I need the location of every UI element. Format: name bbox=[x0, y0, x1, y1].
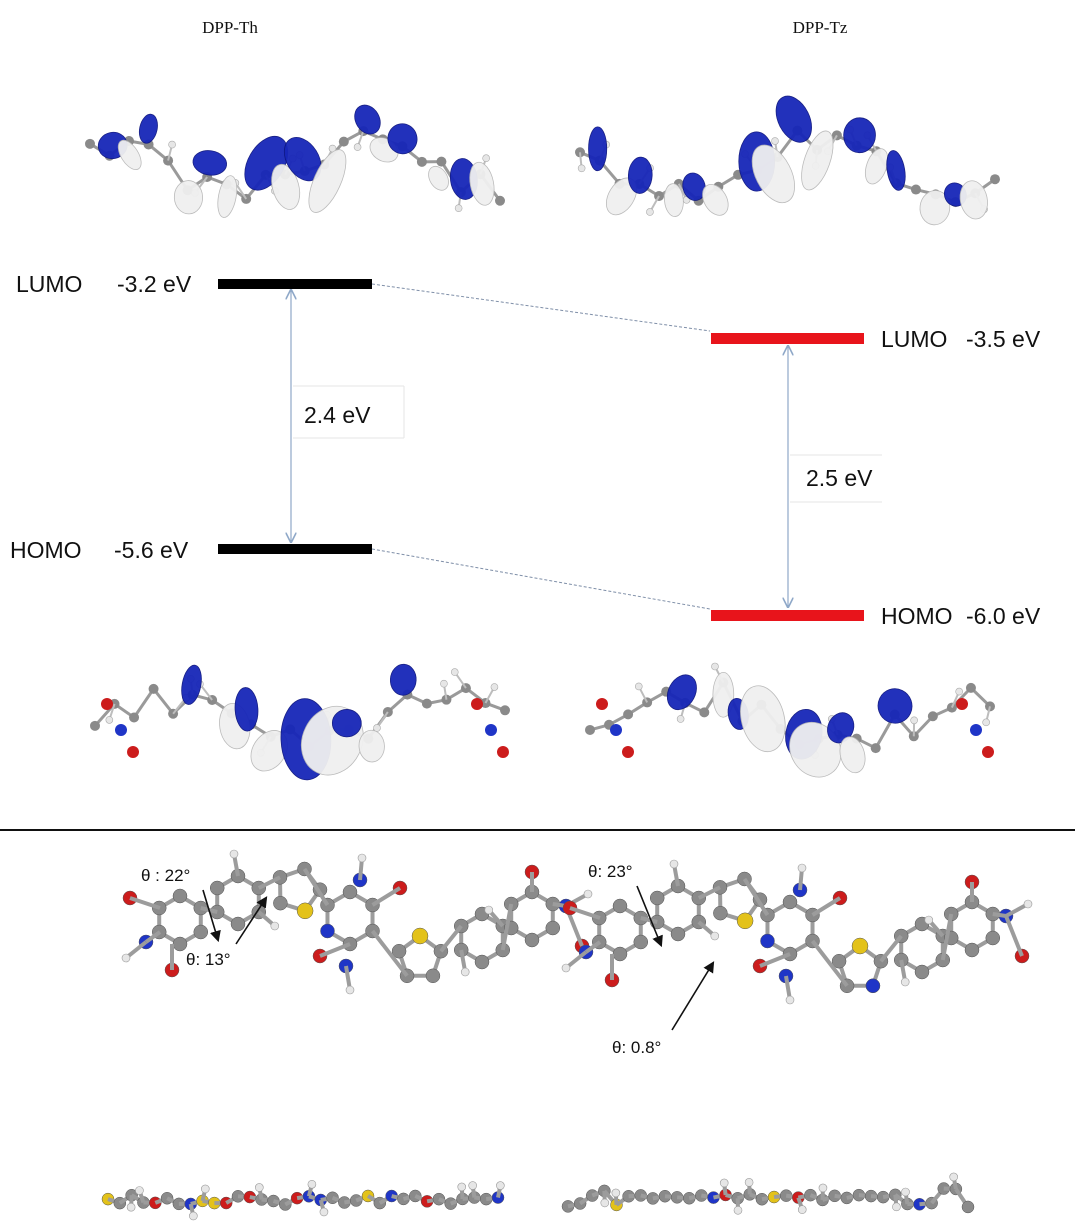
right-top-torsion-label: θ: 23° bbox=[588, 862, 633, 881]
left-molecule-structure bbox=[121, 849, 593, 995]
left-homo-label: HOMO bbox=[10, 537, 82, 563]
right-molecule-side-view bbox=[561, 1172, 975, 1215]
right-homo-bar bbox=[711, 610, 864, 621]
left-lumo-bar bbox=[218, 279, 372, 289]
right-homo-label: HOMO bbox=[881, 603, 953, 629]
left-molecule-side-view bbox=[101, 1179, 505, 1221]
right-lumo-value: -3.5 eV bbox=[966, 326, 1041, 352]
left-top-torsion-label: θ : 22° bbox=[141, 866, 190, 885]
right-homo-value: -6.0 eV bbox=[966, 603, 1041, 629]
right-gap-value: 2.5 eV bbox=[806, 465, 873, 491]
left-bottom-torsion-label: θ: 13° bbox=[186, 950, 231, 969]
right-homo-orbital-image bbox=[585, 662, 995, 778]
right-lumo-orbital-image bbox=[575, 95, 1000, 226]
right-molecule-name: DPP-Tz bbox=[793, 18, 848, 37]
left-lumo-value: -3.2 eV bbox=[117, 271, 192, 297]
energy-level-diagram: LUMO -3.2 eV HOMO -5.6 eV LUMO -3.5 eV H… bbox=[10, 271, 1041, 629]
homo-connector-line bbox=[371, 548, 711, 610]
left-homo-bar bbox=[218, 544, 372, 554]
left-top-torsion-arrow bbox=[202, 889, 221, 943]
left-homo-orbital-image bbox=[90, 663, 510, 781]
left-lumo-label: LUMO bbox=[16, 271, 82, 297]
left-bottom-torsion-arrow bbox=[235, 896, 268, 945]
right-top-torsion-arrow bbox=[636, 885, 663, 948]
right-lumo-label: LUMO bbox=[881, 326, 947, 352]
right-gap-box bbox=[790, 454, 882, 503]
left-homo-value: -5.6 eV bbox=[114, 537, 189, 563]
right-bottom-torsion-label: θ: 0.8° bbox=[612, 1038, 661, 1057]
right-molecule-structure bbox=[561, 859, 1033, 1005]
right-lumo-bar bbox=[711, 333, 864, 344]
left-gap-value: 2.4 eV bbox=[304, 402, 371, 428]
left-lumo-orbital-image bbox=[85, 104, 505, 218]
lumo-connector-line bbox=[371, 283, 711, 332]
left-molecule-name: DPP-Th bbox=[202, 18, 258, 37]
left-gap-box bbox=[293, 385, 405, 439]
right-bottom-torsion-arrow bbox=[671, 961, 715, 1031]
